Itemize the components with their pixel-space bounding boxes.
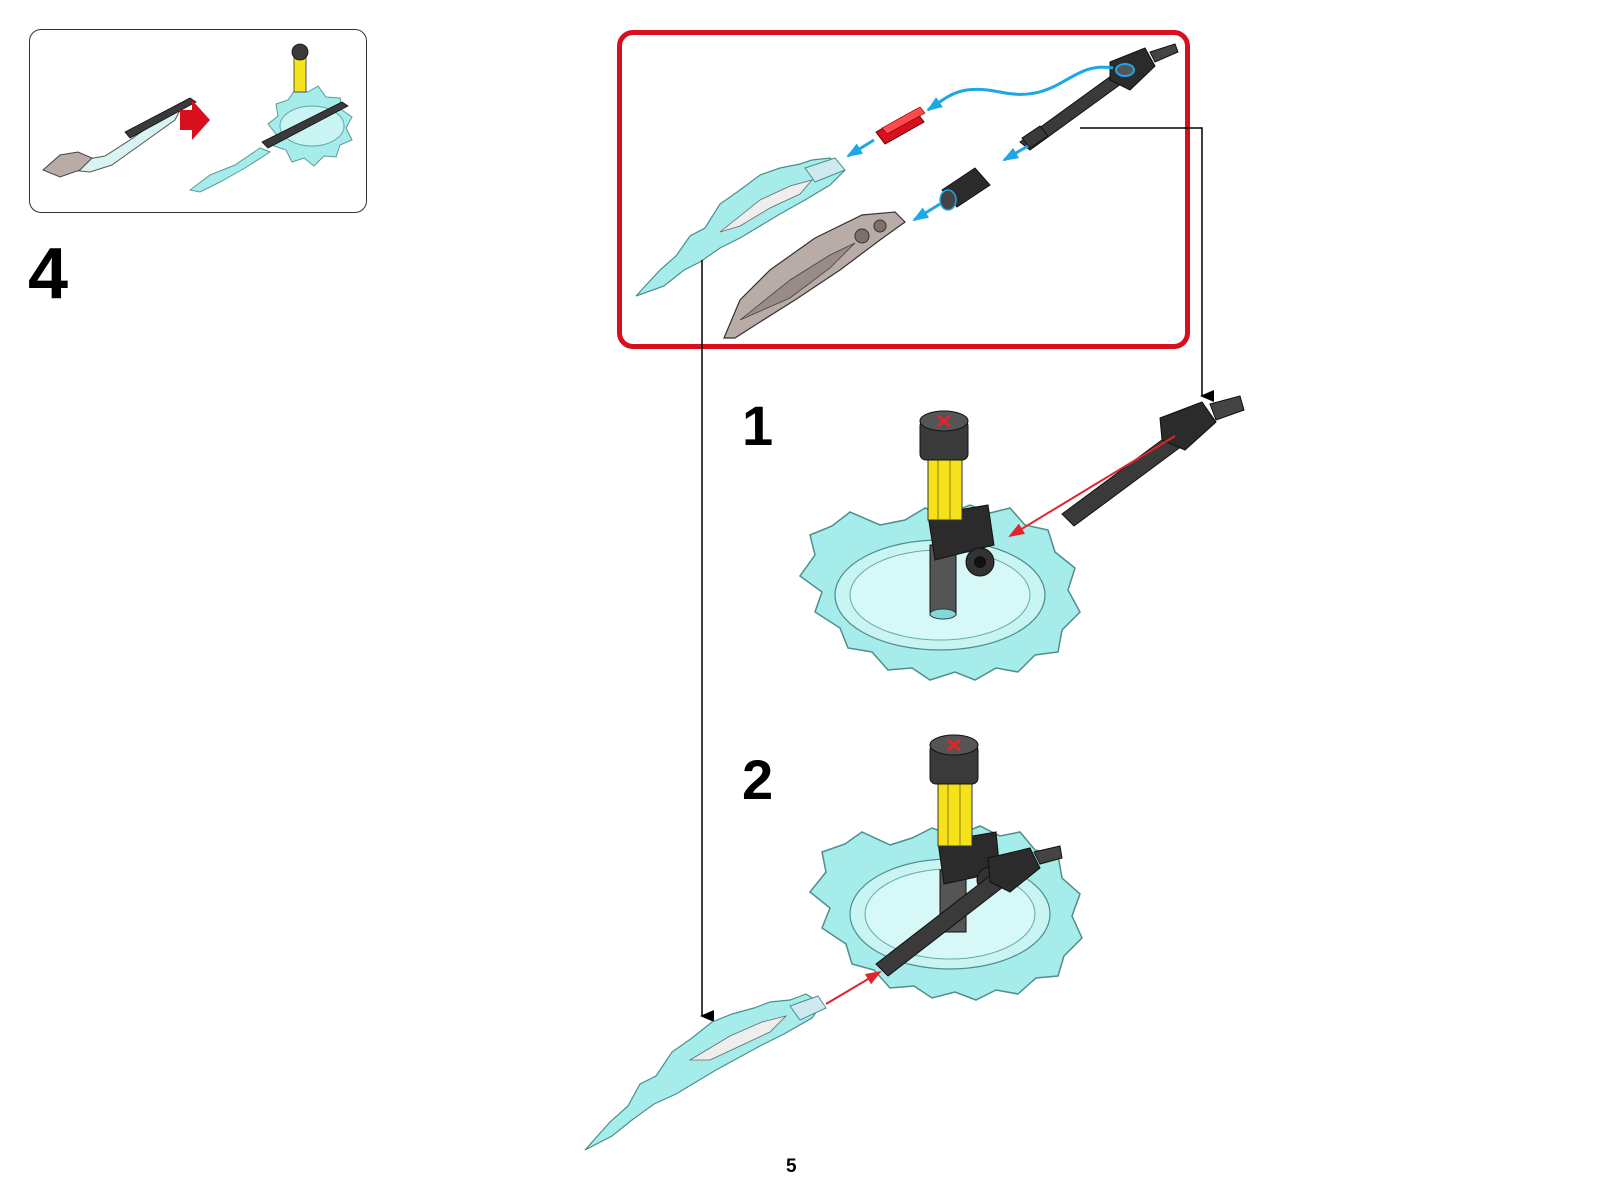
red-straight-arrow-icon bbox=[1010, 436, 1175, 536]
step2-saw-assembly bbox=[810, 735, 1082, 1000]
page-number: 5 bbox=[786, 1157, 797, 1176]
sub-step-number-1: 1 bbox=[742, 398, 773, 454]
step1-saw-assembly bbox=[800, 411, 1080, 680]
callout-red-connector bbox=[876, 107, 925, 144]
blue-arrow-icon bbox=[848, 140, 874, 156]
sub-step-number-2: 2 bbox=[742, 752, 773, 808]
callout-black-bush bbox=[940, 168, 990, 210]
blue-arrow-icon-2 bbox=[1004, 146, 1028, 160]
red-straight-arrow-icon-2 bbox=[826, 972, 880, 1004]
step2-ice-sword bbox=[585, 994, 826, 1150]
step1-long-axle bbox=[1062, 396, 1244, 526]
guide-arrow-to-step1 bbox=[1080, 128, 1202, 396]
blue-arrow-icon-3 bbox=[914, 204, 940, 220]
